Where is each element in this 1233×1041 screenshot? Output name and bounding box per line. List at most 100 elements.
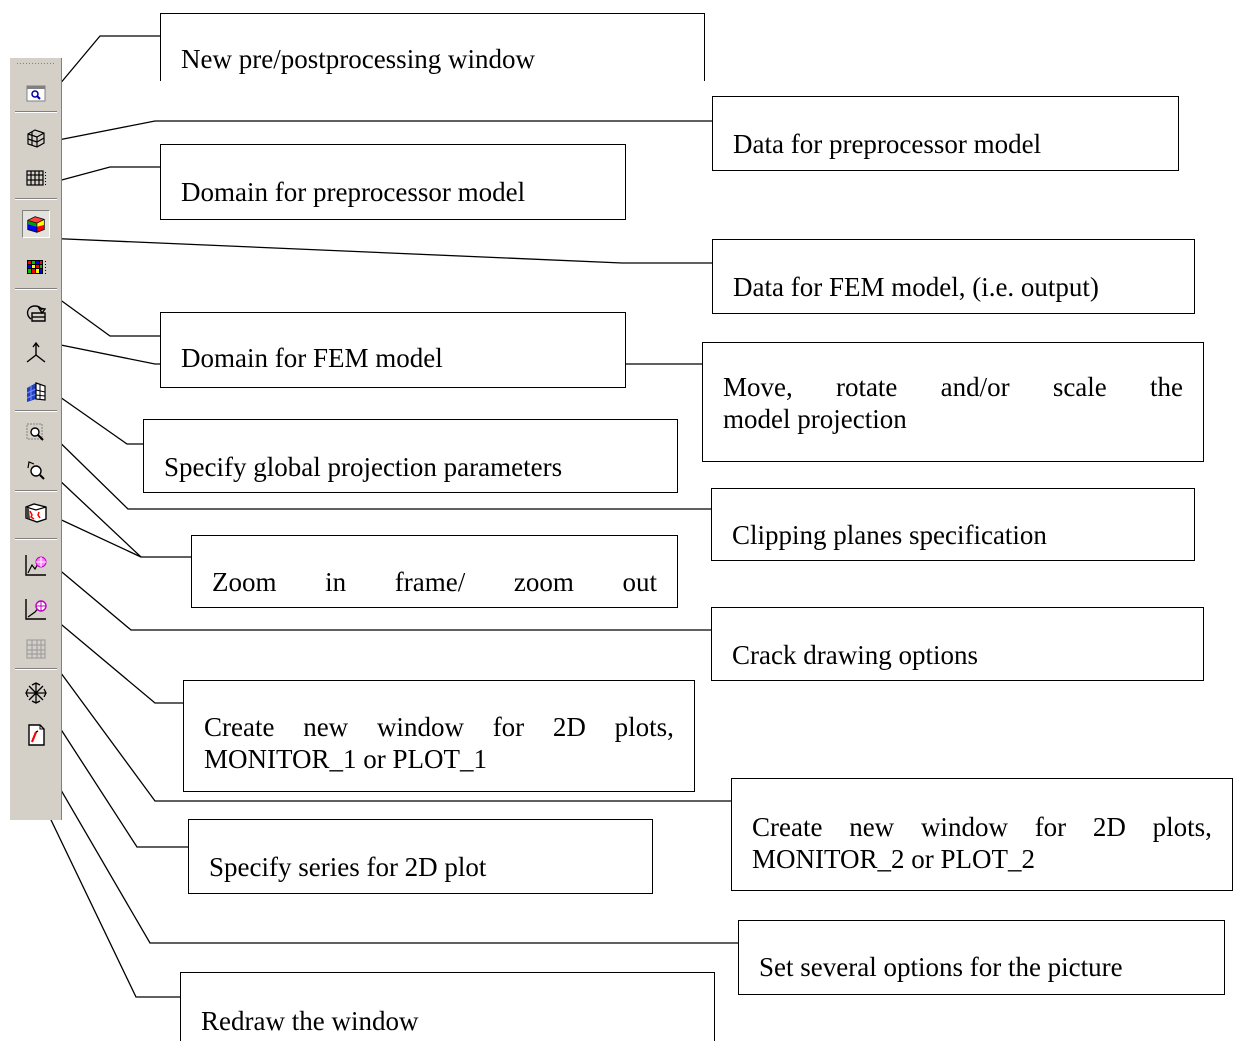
plot-monitor-1-icon — [25, 555, 47, 576]
callout-plot1: Create new window for 2D plots, MONITOR_… — [183, 680, 695, 792]
word: for — [1034, 812, 1067, 842]
callout-domain-fem-label: Domain for FEM model — [181, 343, 443, 373]
callout-options-label: Set several options for the picture — [759, 952, 1123, 982]
preprocessor-data-button[interactable] — [23, 125, 49, 151]
plot-monitor-1-button[interactable] — [23, 552, 49, 578]
word: rotate — [835, 372, 898, 402]
word: and/or — [940, 372, 1010, 402]
connector-options — [39, 753, 738, 944]
callout-plot2: Create new window for 2D plots, MONITOR_… — [731, 778, 1233, 891]
connector-series — [39, 696, 188, 848]
preprocessor-domain-button[interactable] — [23, 165, 49, 191]
projection-axes-button[interactable] — [23, 340, 49, 366]
preprocessor-data-icon — [27, 129, 45, 148]
callout-clipping: Clipping planes specification — [711, 488, 1195, 561]
callout-options: Set several options for the picture — [738, 920, 1225, 995]
word: Move, — [723, 372, 793, 402]
callout-move-rotate-line2: model projection — [723, 404, 907, 434]
toolbar-separator — [15, 111, 57, 113]
picture-options-button[interactable] — [23, 680, 49, 706]
connector-move-rotate — [35, 339, 160, 365]
connector-redraw — [39, 796, 180, 998]
plot-monitor-2-icon — [25, 599, 47, 620]
callout-domain-fem: Domain for FEM model — [160, 312, 626, 388]
word: 2D — [552, 712, 586, 742]
series-2d-plot-icon — [26, 639, 46, 659]
redraw-button[interactable] — [23, 722, 49, 748]
connector-global-projection — [39, 382, 143, 445]
fem-data-button[interactable] — [22, 210, 50, 238]
callout-data-preprocessor-label: Data for preprocessor model — [733, 129, 1042, 159]
word: new — [849, 812, 895, 842]
callout-plot2-line2: MONITOR_2 or PLOT_2 — [752, 844, 1035, 874]
callout-plot2-text: Create new window for 2D plots, MONITOR_… — [752, 811, 1212, 875]
connector-plot1 — [43, 609, 183, 704]
word: out — [622, 567, 657, 597]
move-rotate-scale-button[interactable] — [23, 300, 49, 326]
word: plots, — [1152, 812, 1212, 842]
toolbar-separator — [15, 288, 57, 290]
callout-crack-label: Crack drawing options — [732, 640, 978, 670]
vertical-toolbar — [9, 58, 62, 820]
preprocessor-domain-icon — [26, 170, 46, 186]
zoom-in-frame-icon — [26, 423, 44, 441]
toolbar-separator — [15, 410, 57, 412]
callout-zoom: Zoom in frame/ zoom out — [191, 535, 678, 608]
word: Zoom — [212, 567, 277, 597]
callout-data-fem: Data for FEM model, (i.e. output) — [712, 239, 1195, 314]
picture-options-icon — [25, 682, 47, 704]
connector-data-fem — [42, 237, 712, 264]
word: plots, — [614, 712, 674, 742]
word: for — [492, 712, 525, 742]
connector-clipping — [39, 422, 711, 510]
toolbar-separator — [15, 198, 57, 200]
callout-zoom-text: Zoom in frame/ zoom out — [212, 566, 657, 598]
callout-move-rotate-line1: Move, rotate and/or scale the — [723, 371, 1183, 403]
zoom-in-frame-button[interactable] — [23, 420, 49, 446]
toolbar-grip[interactable] — [16, 62, 56, 65]
fem-domain-button[interactable] — [23, 254, 49, 280]
toolbar-separator — [15, 668, 57, 670]
word: Create — [204, 712, 275, 742]
plot-monitor-2-button[interactable] — [23, 596, 49, 622]
word: in — [325, 567, 347, 597]
word: new — [303, 712, 349, 742]
callout-crack: Crack drawing options — [711, 607, 1204, 681]
fem-domain-icon — [27, 260, 46, 274]
connector-domain-preprocessor — [42, 166, 160, 186]
word: Create — [752, 812, 823, 842]
connector-data-preprocessor — [42, 120, 712, 144]
new-window-icon — [26, 85, 46, 102]
word: frame/ — [394, 567, 466, 597]
zoom-out-button[interactable] — [23, 458, 49, 484]
crack-drawing-button[interactable] — [23, 500, 49, 526]
toolbar-separator — [15, 490, 57, 492]
connector-crack — [43, 556, 711, 631]
toolbar-separator — [15, 538, 57, 540]
callout-data-fem-label: Data for FEM model, (i.e. output) — [733, 272, 1099, 302]
word: the — [1149, 372, 1183, 402]
clipping-planes-button[interactable] — [23, 378, 49, 404]
callout-plot1-line2: MONITOR_1 or PLOT_1 — [204, 744, 487, 774]
word: window — [376, 712, 464, 742]
clipping-planes-icon — [26, 382, 46, 402]
callout-redraw-label: Redraw the window — [201, 1006, 419, 1036]
callout-series-label: Specify series for 2D plot — [209, 852, 487, 882]
new-window-button[interactable] — [23, 81, 49, 107]
projection-axes-icon — [26, 341, 46, 363]
callout-global-projection-label: Specify global projection parameters — [164, 452, 563, 482]
callout-series: Specify series for 2D plot — [188, 819, 653, 894]
callout-plot1-text: Create new window for 2D plots, MONITOR_… — [204, 711, 674, 775]
word: scale — [1052, 372, 1107, 402]
word: zoom — [513, 567, 574, 597]
zoom-out-icon — [27, 461, 45, 480]
callout-plot2-line1: Create new window for 2D plots, — [752, 811, 1212, 843]
callout-domain-preprocessor-label: Domain for preprocessor model — [181, 177, 526, 207]
callout-move-rotate: Move, rotate and/or scale the model proj… — [702, 342, 1204, 462]
crack-drawing-icon — [25, 503, 47, 523]
callout-zoom-line1: Zoom in frame/ zoom out — [212, 566, 657, 598]
word: 2D — [1092, 812, 1126, 842]
callout-move-rotate-text: Move, rotate and/or scale the model proj… — [723, 371, 1183, 435]
series-2d-plot-button[interactable] — [23, 636, 49, 662]
